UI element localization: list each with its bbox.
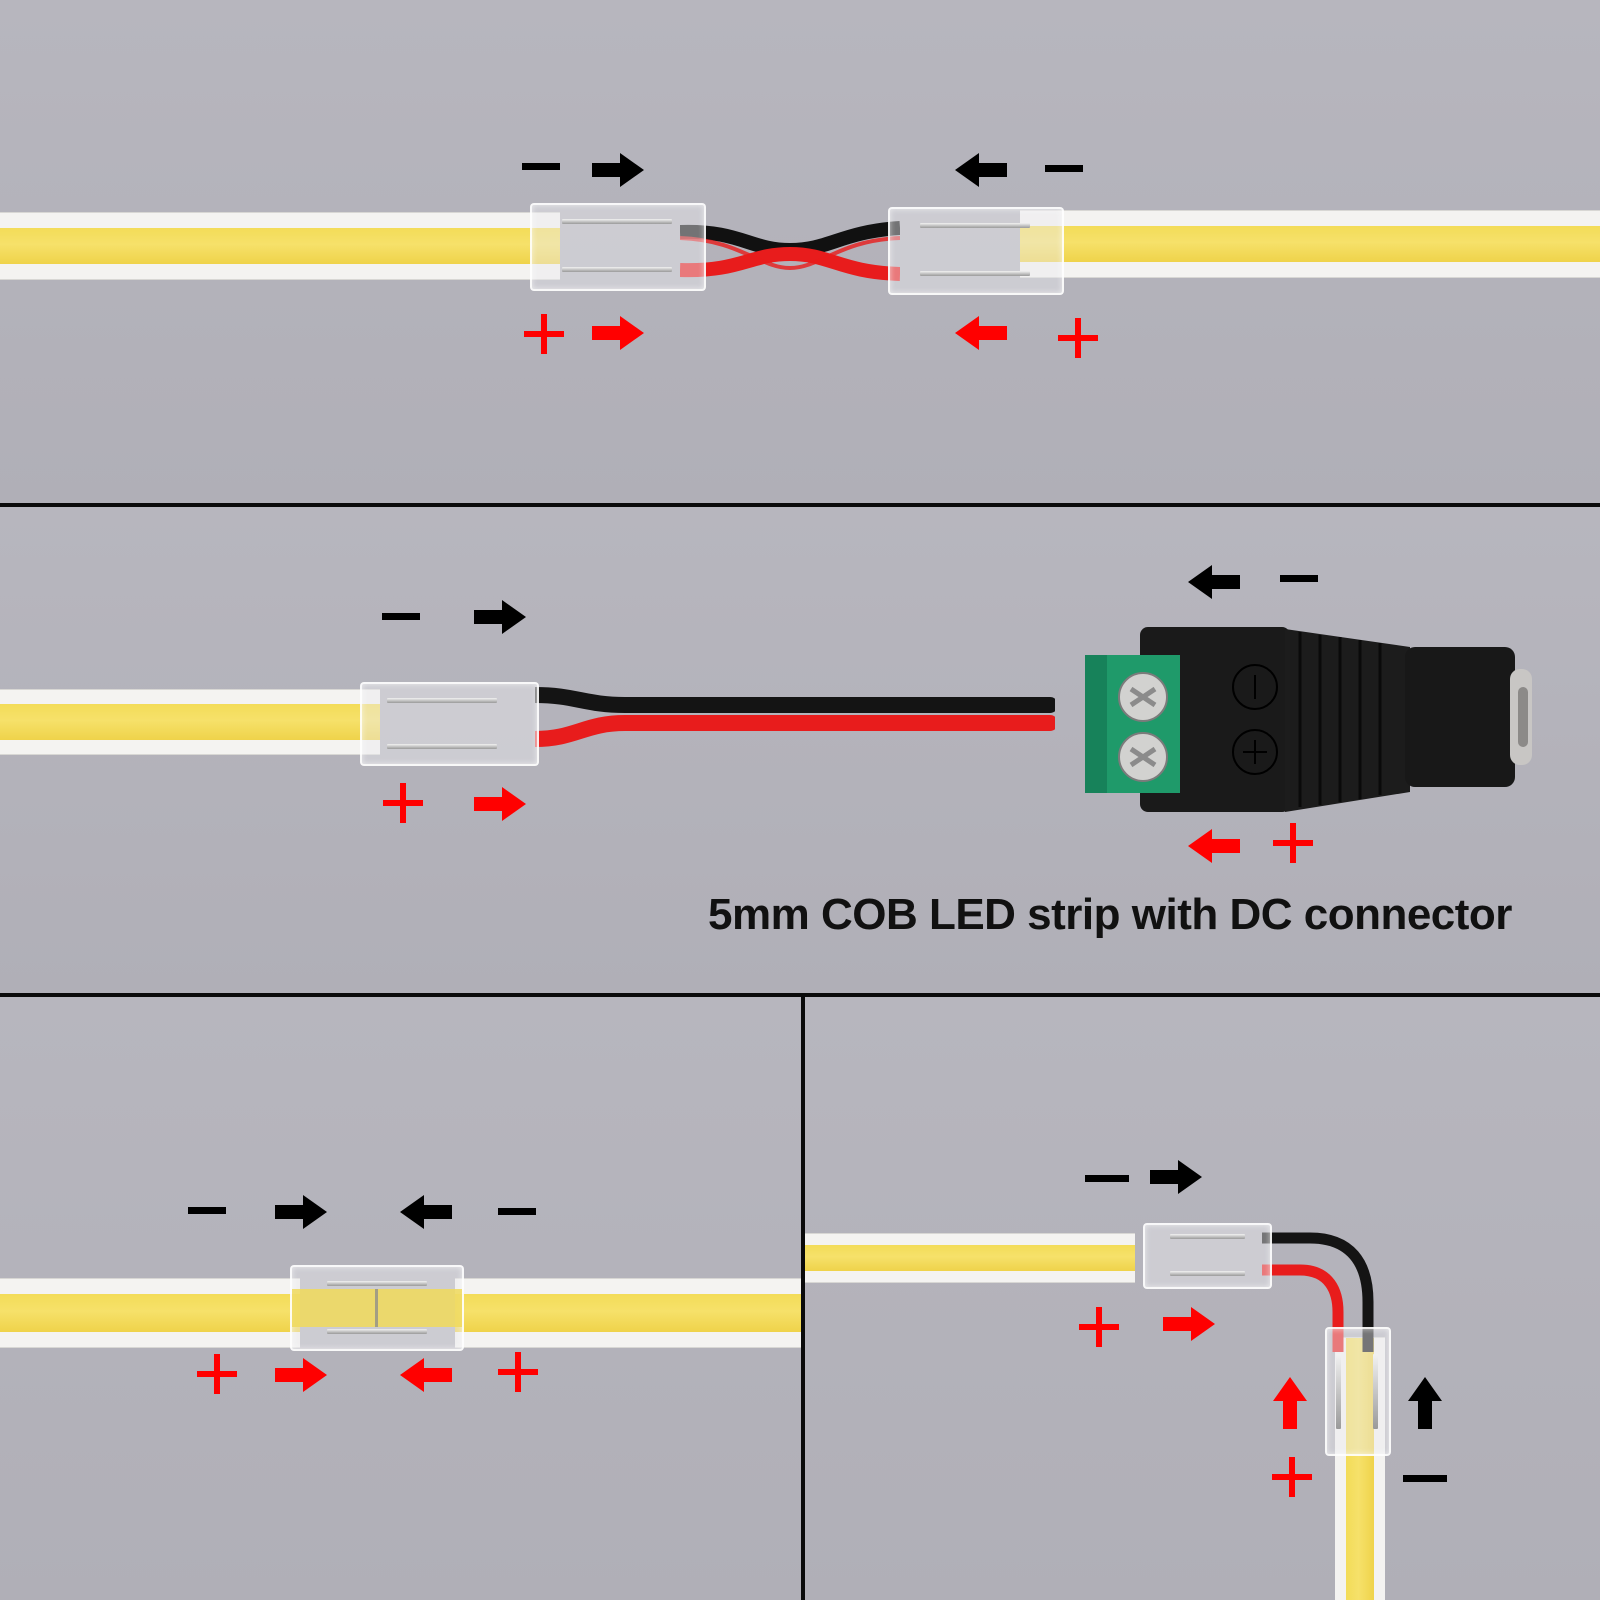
arrow-up-red-icon (1273, 1377, 1307, 1429)
arrow-left-red-icon (400, 1358, 452, 1392)
led-strip-right (455, 1278, 801, 1348)
arrow-right-red-icon (474, 787, 526, 821)
arrow-right-red-icon (1163, 1307, 1215, 1341)
divider-horizontal-2 (0, 993, 1600, 997)
arrow-right-black-icon (592, 153, 644, 187)
arrow-left-black-icon (1188, 565, 1240, 599)
negative-sign (1280, 575, 1318, 582)
positive-sign (1079, 1307, 1119, 1347)
corner-wires (1262, 1232, 1374, 1352)
connector-clip-vertical (1325, 1327, 1391, 1456)
negative-sign (1045, 165, 1083, 172)
led-strip-horizontal (805, 1233, 1135, 1283)
caption-text: 5mm COB LED strip with DC connector (708, 890, 1512, 939)
panel-jumper-connector (0, 0, 1600, 503)
connector-clip-left (530, 203, 706, 291)
positive-sign (498, 1352, 538, 1392)
positive-sign (197, 1354, 237, 1394)
led-strip-left (0, 1278, 300, 1348)
connector-clip-right (888, 207, 1064, 295)
positive-sign (383, 783, 423, 823)
arrow-left-black-icon (955, 153, 1007, 187)
positive-sign (1058, 318, 1098, 358)
divider-horizontal-1 (0, 503, 1600, 507)
led-strip-right (1020, 210, 1600, 278)
arrow-right-black-icon (1150, 1160, 1202, 1194)
arrow-right-red-icon (592, 316, 644, 350)
connector-clip (290, 1265, 464, 1351)
dc-lead-wires (535, 687, 1055, 747)
panel-dc-connector: 5mm COB LED strip with DC connector (0, 507, 1600, 993)
negative-sign (1403, 1475, 1447, 1482)
panel-straight-connector (0, 997, 801, 1600)
connector-clip-horizontal (1143, 1223, 1272, 1289)
positive-sign (524, 314, 564, 354)
led-strip (0, 689, 380, 755)
positive-sign (1272, 1457, 1312, 1497)
positive-sign (1273, 823, 1313, 863)
dc-female-jack (1085, 627, 1532, 812)
negative-sign (522, 163, 560, 170)
panel-l-corner-connector (805, 997, 1600, 1600)
arrow-left-red-icon (1188, 829, 1240, 863)
negative-sign (382, 613, 420, 620)
arrow-up-black-icon (1408, 1377, 1442, 1429)
arrow-left-black-icon (400, 1195, 452, 1229)
negative-sign (188, 1207, 226, 1214)
arrow-right-black-icon (275, 1195, 327, 1229)
negative-sign (1085, 1175, 1129, 1182)
led-strip-left (0, 212, 560, 280)
arrow-right-black-icon (474, 600, 526, 634)
connector-clip (360, 682, 539, 766)
divider-vertical (801, 997, 805, 1600)
arrow-left-red-icon (955, 316, 1007, 350)
jumper-wires (680, 221, 900, 281)
arrow-right-red-icon (275, 1358, 327, 1392)
negative-sign (498, 1208, 536, 1215)
